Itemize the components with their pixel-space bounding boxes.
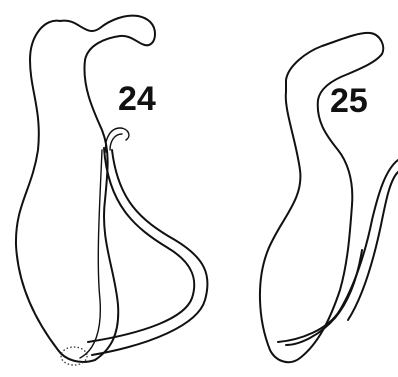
specimen-24-body-outline [16,16,155,362]
specimen-25-tube-outer [278,160,398,342]
specimen-24-thread [106,128,129,152]
specimen-24-tube-inner [88,148,194,342]
specimen-25-tube-inner [348,172,398,320]
figure-label-24: 24 [118,80,156,118]
specimen-25-inner-lining [286,250,362,345]
specimen-24: 24 [16,16,208,365]
specimen-25: 25 [260,33,398,362]
specimen-24-thread-2 [110,134,122,150]
figure-label-25: 25 [330,82,368,120]
specimen-24-inner-line [80,150,102,358]
